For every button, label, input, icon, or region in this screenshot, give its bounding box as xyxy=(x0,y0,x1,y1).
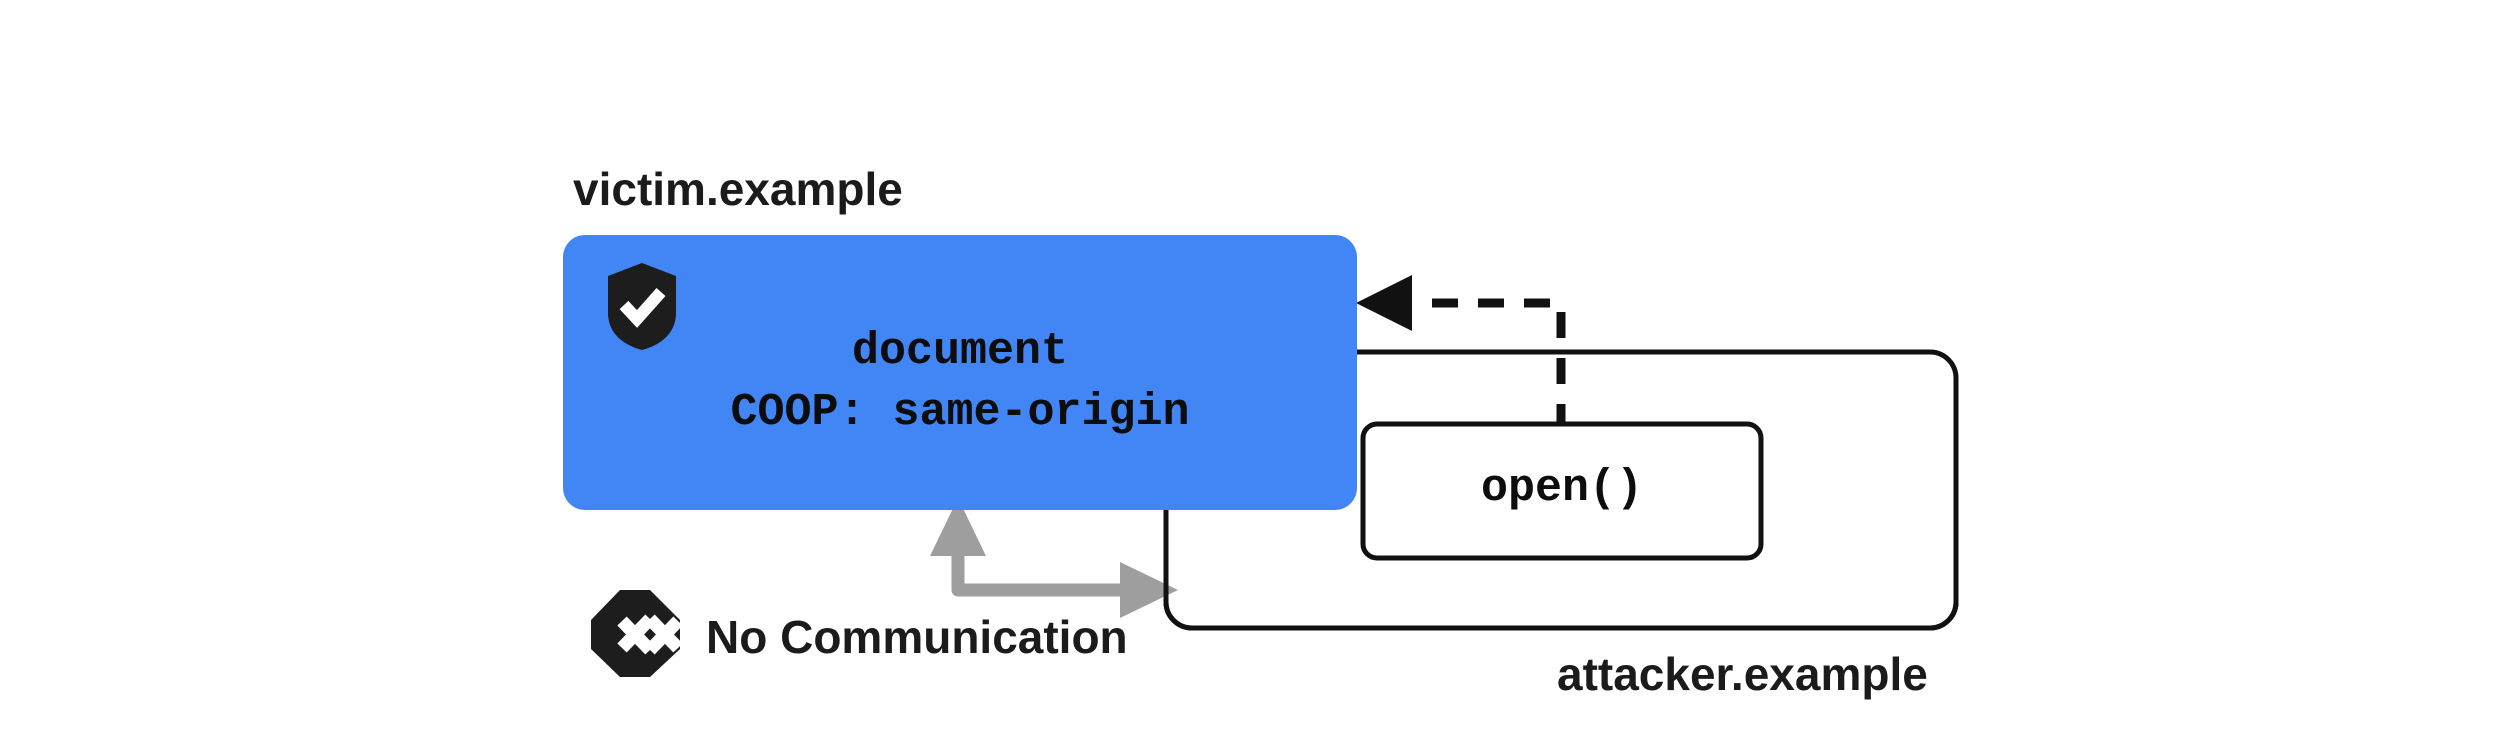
gray-arrowhead-up xyxy=(930,498,986,556)
no-communication-arrow xyxy=(930,498,1178,618)
attacker-frame-overlay xyxy=(1163,510,1959,631)
attacker-origin-label: attacker.example xyxy=(1557,648,1928,700)
open-call-box: open() xyxy=(1360,421,1764,561)
no-communication-label: No Communication xyxy=(706,611,1128,663)
victim-origin-label: victim.example xyxy=(573,163,903,215)
victim-document-line-1: document xyxy=(852,326,1068,377)
open-call-label: open() xyxy=(1481,463,1643,514)
victim-card-rect xyxy=(563,235,1357,510)
victim-origin-card: document COOP: same-origin xyxy=(563,235,1357,510)
shield-check-icon xyxy=(608,263,676,350)
opener-dashed-arrow xyxy=(1356,275,1566,430)
gray-arrowhead-right xyxy=(1120,562,1178,618)
no-entry-octagon-x-icon xyxy=(591,590,683,677)
victim-document-line-2: COOP: same-origin xyxy=(730,387,1189,438)
opener-arrowhead xyxy=(1356,275,1412,331)
open-call-rect xyxy=(1360,421,1764,561)
opener-dashed-path xyxy=(1398,298,1566,430)
no-communication-group: No Communication xyxy=(591,590,1128,677)
